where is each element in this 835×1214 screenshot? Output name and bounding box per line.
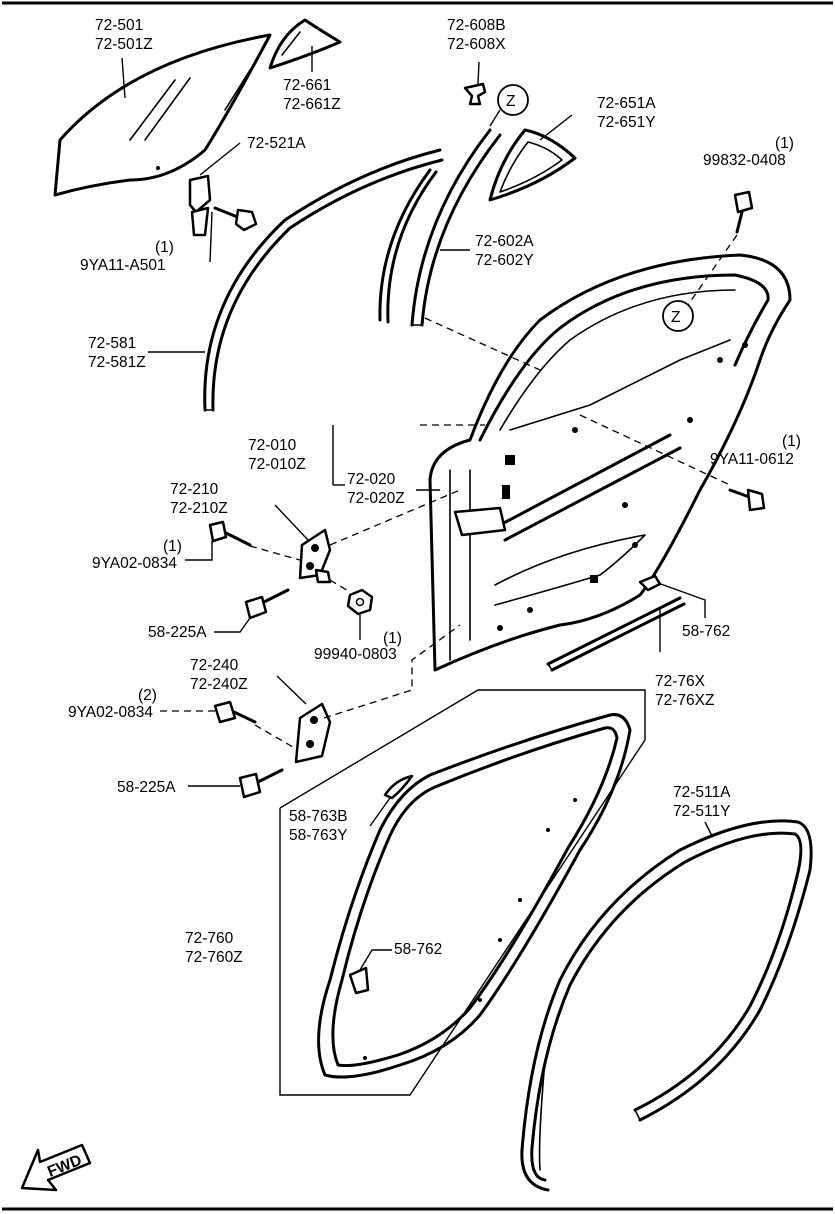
leader-763 bbox=[369, 797, 391, 827]
leader-0834a bbox=[185, 541, 213, 561]
clip-763b bbox=[383, 774, 414, 800]
callout-72-521: 72-521A bbox=[247, 135, 306, 152]
seal-group-box bbox=[279, 689, 646, 1096]
callout-99832: (1)99832-0408 bbox=[703, 135, 794, 169]
detail-marker-door bbox=[662, 300, 694, 332]
detail-marker-door-label: Z bbox=[671, 309, 680, 326]
callout-9ya11-a501: (1)9YA11-A501 bbox=[80, 239, 174, 274]
clip-608b bbox=[463, 82, 487, 106]
belt-weatherstrip bbox=[546, 596, 686, 672]
bolt-99832 bbox=[733, 190, 754, 234]
door-shell bbox=[428, 253, 792, 672]
leader-a501 bbox=[209, 211, 213, 263]
callout-58-762-lower: 58-762 bbox=[394, 941, 442, 958]
leader-210 bbox=[274, 504, 309, 541]
lower-hinge bbox=[294, 702, 332, 764]
glass-bracket bbox=[188, 174, 212, 237]
callout-9ya11-0612: (1)9YA11-0612 bbox=[710, 433, 801, 468]
door-opening-seal bbox=[317, 713, 632, 1079]
nut-99940 bbox=[346, 588, 374, 616]
bolt-225a-lower bbox=[238, 768, 284, 799]
corner-trim bbox=[488, 128, 577, 202]
callout-58-225a-lower: 58-225A bbox=[117, 779, 176, 796]
run-channel bbox=[203, 148, 444, 412]
quarter-glass bbox=[268, 18, 342, 70]
upper-hinge bbox=[298, 528, 332, 584]
leader-608 bbox=[477, 61, 480, 85]
detail-marker-top bbox=[497, 84, 529, 116]
callout-58-225a-upper: 58-225A bbox=[148, 624, 207, 641]
clip-762-upper bbox=[638, 574, 662, 592]
leader-651 bbox=[539, 114, 573, 141]
bolt-225a-upper bbox=[244, 588, 290, 620]
body-weatherstrip bbox=[520, 819, 813, 1192]
callout-9ya02-0834-2: (2)9YA02-0834 bbox=[68, 687, 157, 721]
bolt-0834-lower bbox=[213, 700, 257, 724]
door-glass bbox=[53, 33, 272, 197]
bolt-a501 bbox=[213, 206, 258, 232]
fwd-label: FWD bbox=[45, 1152, 84, 1181]
callout-9ya02-0834-1: (1)9YA02-0834 bbox=[92, 538, 182, 572]
detail-marker-top-label: Z bbox=[506, 93, 515, 110]
leader-501 bbox=[121, 57, 126, 99]
leader-225a-upper bbox=[214, 617, 251, 633]
leader-511 bbox=[704, 821, 713, 837]
callout-58-762-upper: 58-762 bbox=[682, 623, 730, 640]
leader-521 bbox=[199, 142, 241, 176]
leader-240 bbox=[276, 675, 307, 705]
bolt-0612 bbox=[728, 488, 766, 512]
callout-99940: (1)99940-0803 bbox=[314, 630, 402, 663]
leader-762a bbox=[657, 582, 706, 618]
leader-762b bbox=[359, 949, 392, 971]
door-sash bbox=[378, 128, 502, 327]
fwd-arrow-icon: FWD bbox=[20, 1143, 92, 1192]
bolt-0834-upper bbox=[208, 520, 252, 547]
clip-762-lower bbox=[348, 966, 370, 995]
